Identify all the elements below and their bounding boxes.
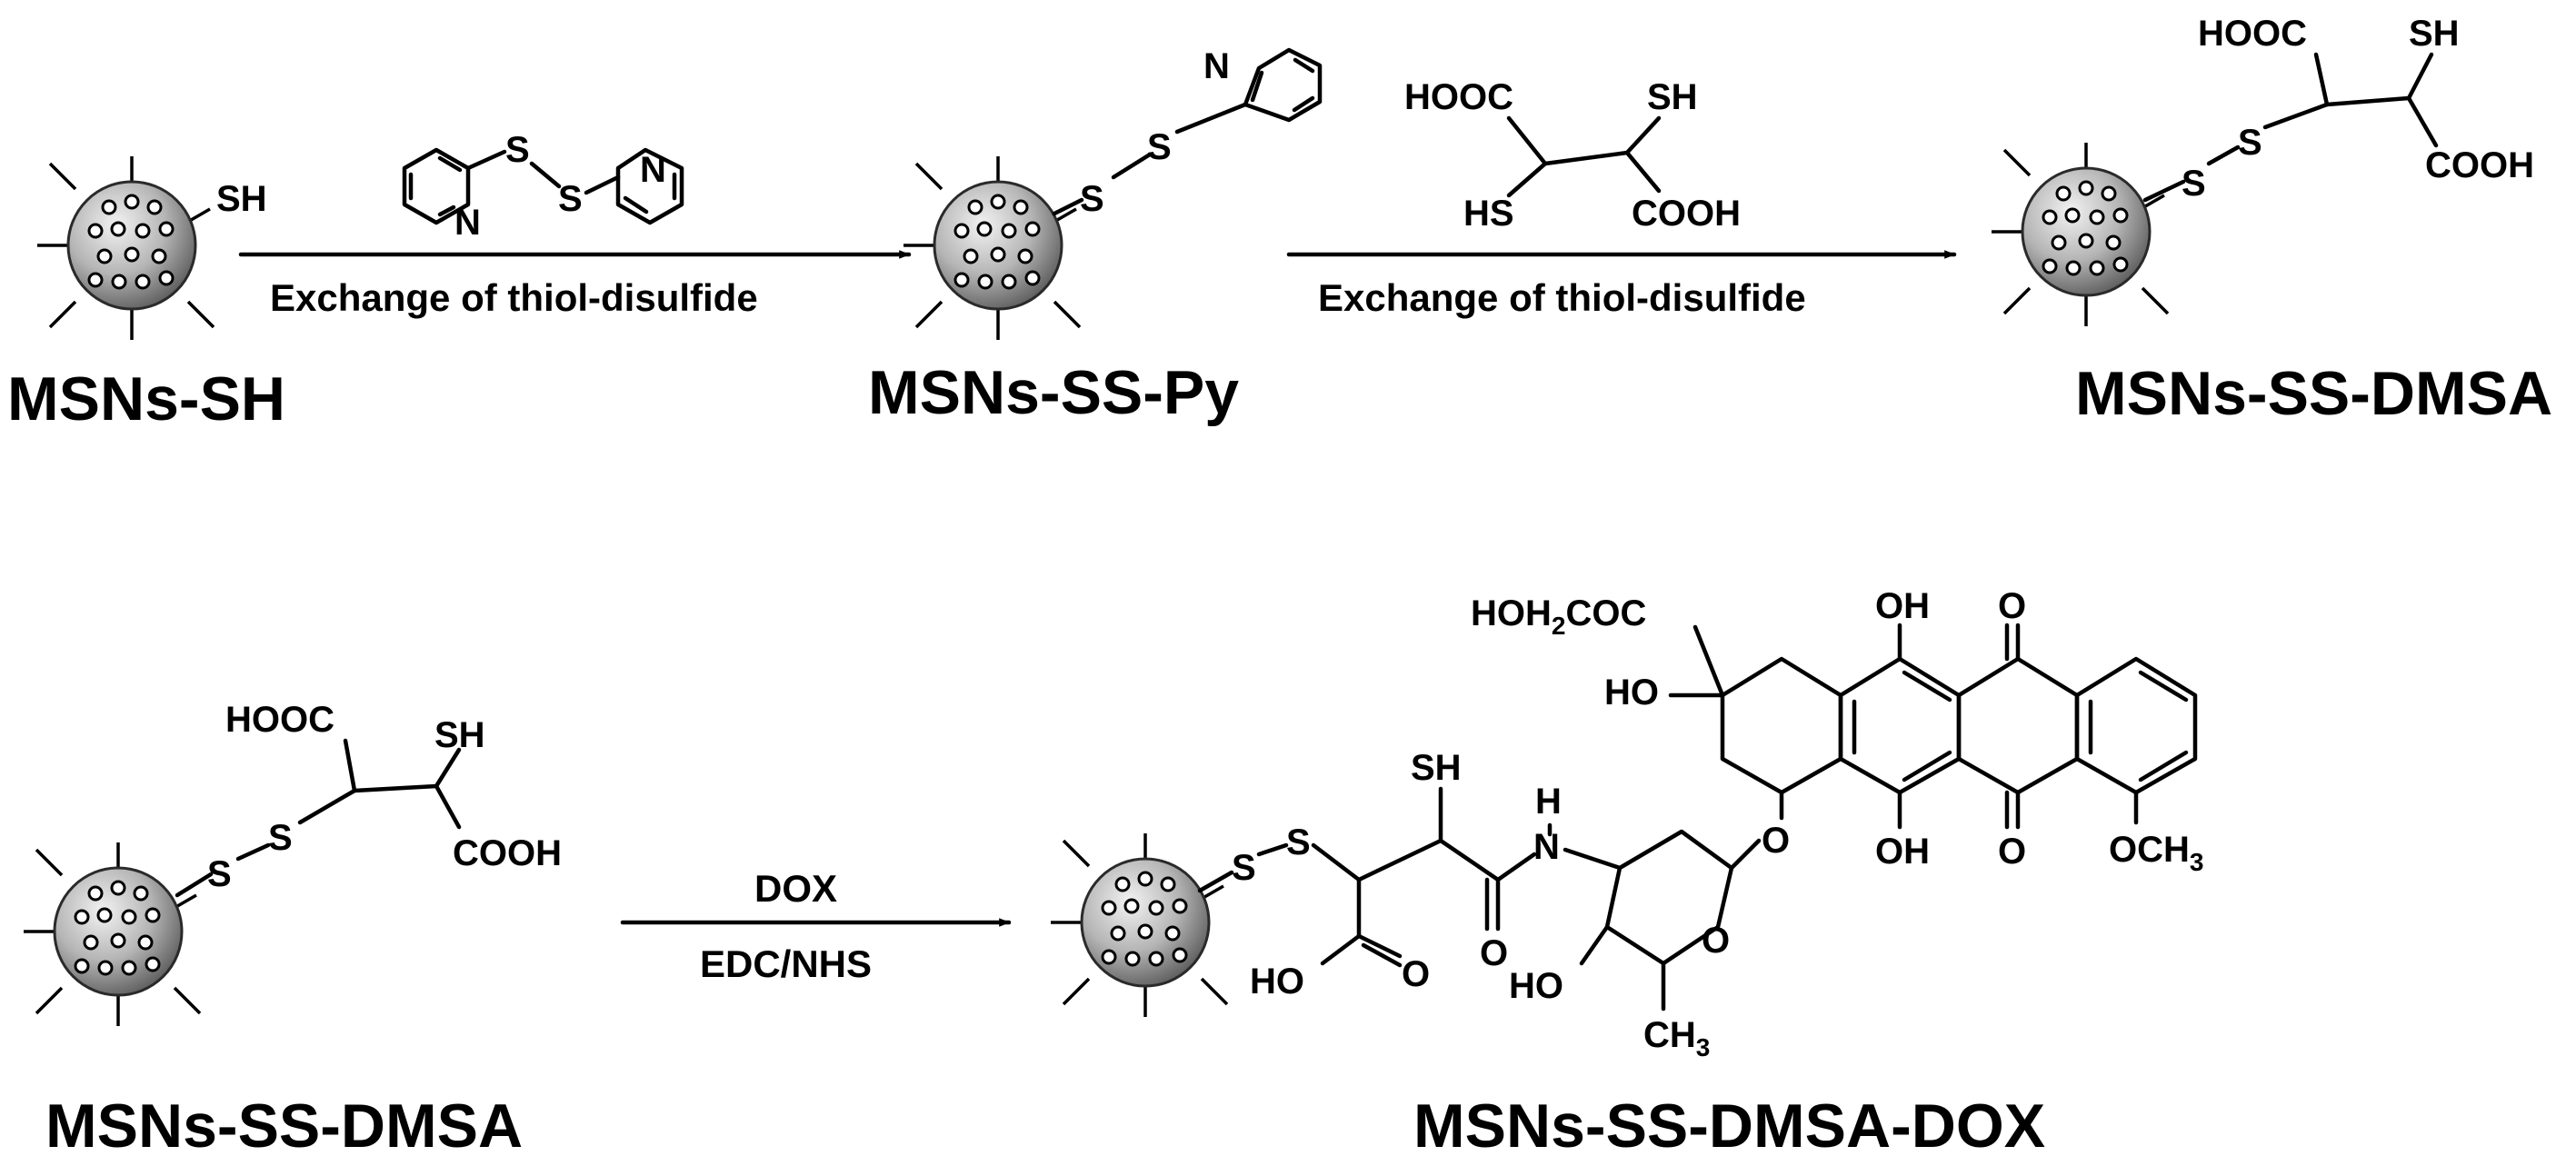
carbonyl-o-label: O xyxy=(1402,954,1430,994)
carboxyl-label: COOH xyxy=(2425,145,2534,185)
carbonyl-o-label: O xyxy=(1480,933,1508,973)
sulfur-label: S xyxy=(1286,822,1311,862)
msns-sh-title: MSNs-SH xyxy=(7,364,285,434)
msns-ss-dmsa-dox-title: MSNs-SS-DMSA-DOX xyxy=(1413,1091,2045,1161)
sulfur-label: S xyxy=(2182,164,2206,204)
pyridine-n-label: N xyxy=(454,203,481,243)
hydroxyl-label: HO xyxy=(1604,673,1659,713)
sulfur-label: S xyxy=(268,818,293,858)
carboxyl-label: COOH xyxy=(1632,194,1741,234)
msns-ss-py-structure: S S N xyxy=(902,46,1323,342)
nanoparticle-icon xyxy=(35,154,215,342)
nanoparticle-icon xyxy=(1049,832,1229,1019)
amide-n-label: N xyxy=(1533,827,1560,867)
arrow-3-reagent: DOX xyxy=(754,867,837,910)
nanoparticle-icon xyxy=(1990,141,2170,328)
msns-ss-dmsa-title: MSNs-SS-DMSA xyxy=(2075,359,2552,428)
sulfur-label: S xyxy=(558,179,583,219)
msns-ss-py-title: MSNs-SS-Py xyxy=(868,358,1239,427)
methyl-label: CH3 xyxy=(1643,1015,1710,1061)
sulfur-label: S xyxy=(1147,127,1172,167)
carboxyl-label: HOOC xyxy=(1404,77,1513,117)
arrow-3-conditions: EDC/NHS xyxy=(700,942,872,985)
sulfur-label: S xyxy=(2238,123,2262,163)
arrow-1-label: Exchange of thiol-disulfide xyxy=(270,276,758,319)
nanoparticle-icon xyxy=(902,154,1082,342)
msns-ss-dmsa-dox-structure: S S SH O N H HO O HO O CH3 O HOH xyxy=(1049,586,2203,1061)
amide-h-label: H xyxy=(1535,782,1562,822)
thiol-label: SH xyxy=(216,179,267,219)
thiol-label: SH xyxy=(434,715,485,755)
sulfur-label: S xyxy=(1080,179,1104,219)
pyridine-n-label: N xyxy=(1203,46,1230,86)
msns-sh-structure: SH xyxy=(35,154,267,342)
sulfur-label: S xyxy=(207,854,232,894)
arrow-2-label: Exchange of thiol-disulfide xyxy=(1318,276,1806,319)
thiol-label: SH xyxy=(2409,14,2460,54)
carboxyl-label: HOOC xyxy=(225,700,334,740)
methoxy-label: OCH3 xyxy=(2109,830,2203,876)
ring-o-label: O xyxy=(1702,921,1730,961)
msns-ss-dmsa-title-2: MSNs-SS-DMSA xyxy=(45,1091,523,1161)
dmsa-reagent: HOOC SH HS COOH xyxy=(1404,77,1741,234)
pyridine-n-label: N xyxy=(640,150,666,190)
sulfur-label: S xyxy=(505,130,530,170)
quinone-o-label: O xyxy=(1998,586,2026,626)
quinone-o-label: O xyxy=(1998,832,2026,872)
carboxyl-label: HOOC xyxy=(2198,14,2307,54)
thiol-label: HS xyxy=(1463,194,1514,234)
hydroxyl-label: HO xyxy=(1509,966,1563,1006)
thiol-label: SH xyxy=(1411,748,1462,788)
side-chain-label: HOH2COC xyxy=(1471,593,1646,640)
hydroxyl-label: OH xyxy=(1875,832,1930,872)
dipyridyl-disulfide-reagent: N S S N xyxy=(402,130,684,243)
thiol-label: SH xyxy=(1647,77,1698,117)
msns-ss-dmsa-structure-2: S S HOOC SH COOH xyxy=(22,700,562,1028)
glycosidic-o-label: O xyxy=(1762,821,1790,861)
hydroxyl-label: HO xyxy=(1250,962,1304,1002)
hydroxyl-label: OH xyxy=(1875,586,1930,626)
carboxyl-label: COOH xyxy=(453,833,562,873)
nanoparticle-icon xyxy=(22,841,202,1028)
sulfur-label: S xyxy=(1232,848,1256,888)
msns-ss-dmsa-structure: S S HOOC SH COOH xyxy=(1990,14,2534,328)
